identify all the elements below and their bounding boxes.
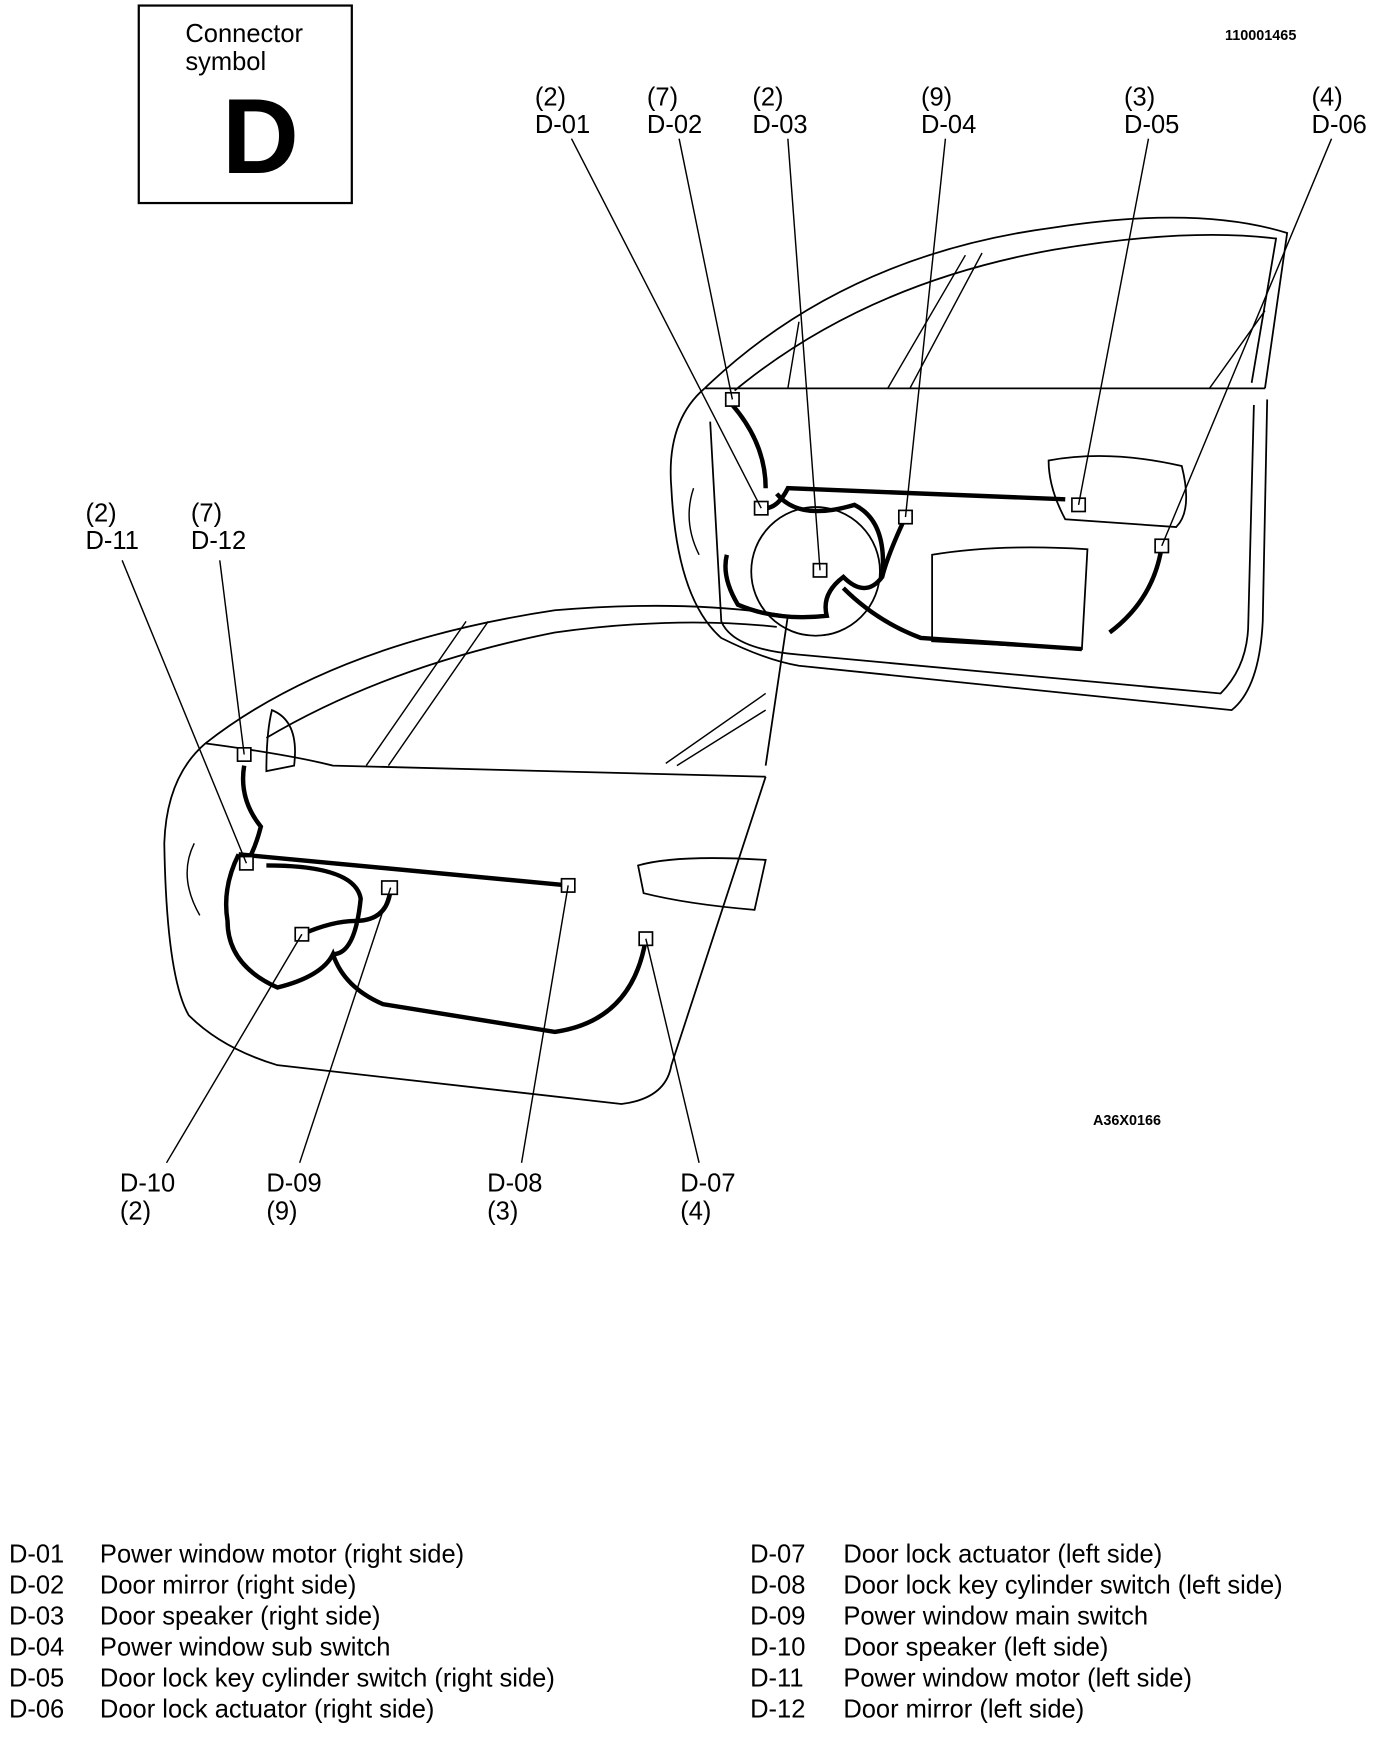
legend-code: D-02 xyxy=(9,1571,64,1599)
symbol-letter: D xyxy=(222,77,299,196)
legend: D-01 Power window motor (right side) D-0… xyxy=(9,1540,1283,1723)
document-id: 110001465 xyxy=(1225,28,1296,44)
callout-pins: (2) xyxy=(535,83,566,111)
figure-id: A36X0166 xyxy=(1093,1113,1161,1129)
callout-code: D-05 xyxy=(1124,111,1179,139)
legend-desc: Power window motor (right side) xyxy=(100,1540,464,1568)
legend-desc: Door mirror (left side) xyxy=(843,1696,1084,1724)
legend-code: D-08 xyxy=(750,1571,805,1599)
callout-code: D-03 xyxy=(752,111,807,139)
legend-desc: Door mirror (right side) xyxy=(100,1571,356,1599)
left-door-drawing xyxy=(163,604,789,1105)
callout-code: D-07 xyxy=(680,1170,735,1198)
callout-pins: (2) xyxy=(86,499,117,527)
legend-code: D-07 xyxy=(750,1540,805,1568)
callout-code: D-06 xyxy=(1312,111,1367,139)
symbol-title-1: Connector xyxy=(185,20,303,48)
callout-pins: (2) xyxy=(752,83,783,111)
legend-desc: Power window main switch xyxy=(843,1602,1148,1630)
callout-pins: (4) xyxy=(680,1197,711,1225)
legend-desc: Door lock key cylinder switch (left side… xyxy=(843,1571,1282,1599)
legend-code: D-10 xyxy=(750,1633,805,1661)
callout-code: D-02 xyxy=(647,111,702,139)
legend-code: D-09 xyxy=(750,1602,805,1630)
symbol-title-2: symbol xyxy=(185,48,266,76)
callout-code: D-12 xyxy=(191,527,246,555)
callout-pins: (7) xyxy=(191,499,222,527)
callout-code: D-11 xyxy=(86,527,139,555)
callout-code: D-09 xyxy=(266,1170,321,1198)
legend-desc: Door lock actuator (left side) xyxy=(843,1540,1162,1568)
callout-pins: (3) xyxy=(487,1197,518,1225)
callout-pins: (9) xyxy=(921,83,952,111)
legend-desc: Door lock key cylinder switch (right sid… xyxy=(100,1665,555,1693)
callout-labels: (2) D-01 (7) D-02 (2) D-03 (9) D-04 (3) … xyxy=(86,83,1367,1225)
leader-lines xyxy=(121,138,1333,1164)
callout-code: D-10 xyxy=(120,1170,175,1198)
legend-code: D-05 xyxy=(9,1665,64,1693)
legend-code: D-03 xyxy=(9,1602,64,1630)
connector-symbol-box: Connector symbol D xyxy=(137,4,353,205)
legend-desc: Door speaker (right side) xyxy=(100,1602,381,1630)
callout-code: D-01 xyxy=(535,111,590,139)
legend-code: D-04 xyxy=(9,1633,64,1661)
callout-pins: (2) xyxy=(120,1197,151,1225)
right-door-drawing xyxy=(669,216,1289,712)
legend-code: D-01 xyxy=(9,1540,64,1568)
legend-desc: Power window motor (left side) xyxy=(843,1665,1192,1693)
legend-code: D-12 xyxy=(750,1696,805,1724)
callout-code: D-08 xyxy=(487,1170,542,1198)
callout-pins: (7) xyxy=(647,83,678,111)
callout-pins: (4) xyxy=(1312,83,1343,111)
callout-pins: (3) xyxy=(1124,83,1155,111)
legend-desc: Door lock actuator (right side) xyxy=(100,1696,434,1724)
legend-code: D-11 xyxy=(750,1665,803,1693)
connector-markers xyxy=(236,391,1170,947)
legend-code: D-06 xyxy=(9,1696,64,1724)
callout-code: D-04 xyxy=(921,111,976,139)
callout-pins: (9) xyxy=(266,1197,297,1225)
legend-desc: Power window sub switch xyxy=(100,1633,391,1661)
legend-desc: Door speaker (left side) xyxy=(843,1633,1108,1661)
